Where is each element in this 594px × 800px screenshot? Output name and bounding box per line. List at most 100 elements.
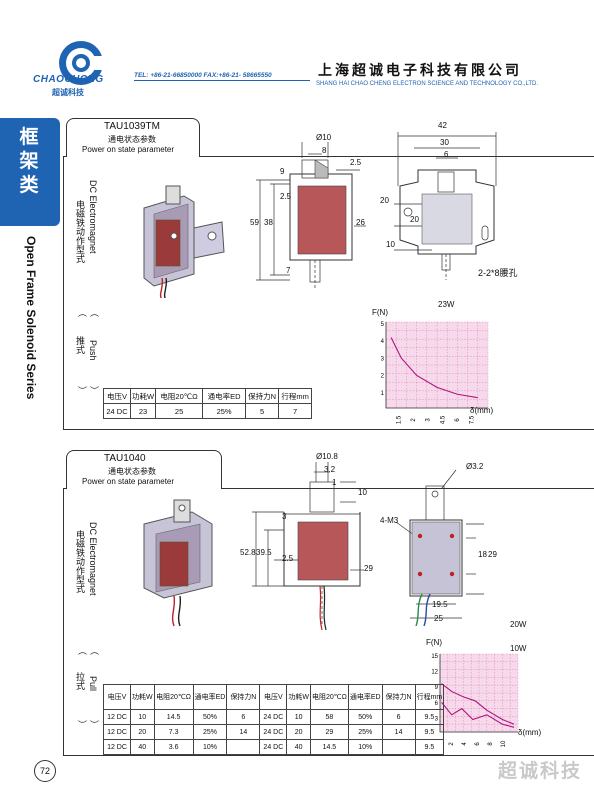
page-number: 72	[34, 760, 56, 782]
product2-bracket-right: ︵	[89, 646, 99, 655]
company-name-en: SHANG HAI CHAO CHENG ELECTRON SCIENCE AN…	[316, 81, 539, 87]
table-cell: 24 DC	[259, 709, 288, 725]
p2-dim-d8: 2.5	[282, 554, 294, 563]
product2-spec-table: 电压V 功耗W 电阻20℃Ω 通电率ED 保持力N 电压V 功耗W 电阻20℃Ω…	[103, 684, 445, 755]
chart-xtick: 3	[426, 418, 432, 422]
table-cell: 10	[130, 709, 155, 725]
chart-ytick: 5	[381, 322, 385, 328]
p1-dim-d2: 8	[322, 146, 327, 155]
p2-dim-d3: 1	[332, 478, 337, 487]
chart-series-line	[441, 683, 515, 725]
product2-front-drawing	[252, 462, 364, 631]
brand-name-cn: 超诚科技	[52, 88, 84, 97]
table-header: 保持力N	[226, 684, 261, 710]
contact-info: TEL: +86-21-66850000 FAX:+86-21- 5866555…	[134, 72, 272, 79]
table-cell: 20	[286, 724, 311, 740]
p1-dim-d5: 2.5	[280, 192, 292, 201]
company-logo-icon	[59, 41, 105, 85]
table-header: 通电率ED	[202, 388, 247, 404]
table-cell: 10%	[347, 739, 383, 755]
product1-type-en: DC Electromagnet	[88, 180, 98, 254]
table-header: 功耗W	[130, 684, 155, 710]
p2-chart-xlabel: δ(mm)	[518, 728, 542, 737]
product2-action-en: Pull	[88, 676, 98, 692]
product2-bracket-left-close: ︶	[77, 720, 87, 729]
table-cell: 25	[155, 403, 204, 419]
p2-dim-d4: 10	[358, 488, 367, 497]
product2-title-tab	[66, 450, 222, 489]
chart-ytick: 4	[381, 339, 385, 345]
p2-dim-d10: Ø3.2	[466, 462, 484, 471]
p2-chart-series-label-1: 20W	[510, 620, 527, 629]
p1-dim-d14: 20	[410, 215, 419, 224]
table-row: 24 DC 23 25 25% 5 7	[103, 403, 313, 419]
product2-sub-cn: 通电状态参数	[108, 467, 156, 476]
table-cell: 58	[309, 709, 349, 725]
p1-chart-ylabel: F(N)	[372, 308, 388, 317]
table-header: 行程mm	[414, 684, 445, 710]
chart-xtick: 4.5	[440, 415, 446, 424]
table-cell: 5	[245, 403, 280, 419]
chart-ytick: 15	[431, 654, 438, 660]
table-cell: 12 DC	[103, 709, 131, 725]
p1-dim-d9: 7	[286, 266, 291, 275]
table-cell: 24 DC	[103, 403, 131, 419]
table-cell: 14.5	[153, 709, 194, 725]
table-header: 功耗W	[286, 684, 311, 710]
table-header: 保持力N	[245, 388, 280, 404]
p2-dim-d15: 25	[434, 614, 443, 623]
table-cell: 9.5	[414, 739, 445, 755]
product1-spec-table: 电压V 功耗W 电阻20℃Ω 通电率ED 保持力N 行程mm 24 DC 23 …	[103, 388, 313, 419]
product1-bracket-right: ︵	[89, 308, 99, 317]
chart-series-line	[390, 337, 478, 399]
table-cell: 40	[130, 739, 155, 755]
table-cell: 24 DC	[259, 739, 288, 755]
table-header: 通电率ED	[192, 684, 228, 710]
p1-chart-series-label: 23W	[438, 300, 455, 309]
product1-front-drawing	[256, 142, 366, 290]
product2-type-en: DC Electromagnet	[88, 522, 98, 596]
p2-dim-d2: 3.2	[324, 465, 336, 474]
category-label: 框架类	[19, 127, 39, 196]
p2-dim-d9: 29	[364, 564, 373, 573]
p2-dim-d11: 4-M3	[380, 516, 399, 525]
table-cell: 9.5	[414, 709, 445, 725]
chart-ytick: 2	[381, 374, 385, 380]
product1-sub-en: Power on state parameter	[82, 145, 175, 154]
p1-dim-note: 2-2*8腰孔	[478, 268, 518, 278]
table-cell: 12 DC	[103, 739, 131, 755]
product2-action-cn: 拉式	[75, 672, 85, 690]
watermark: 超诚科技	[498, 761, 583, 782]
p2-dim-d1: Ø10.8	[316, 452, 338, 461]
product1-photo	[143, 185, 225, 298]
table-cell: 6	[226, 709, 261, 725]
product1-action-en: Push	[88, 340, 98, 361]
p1-dim-d13: 20	[380, 196, 389, 205]
table-cell: 10	[286, 709, 311, 725]
table-cell: 40	[286, 739, 311, 755]
table-cell	[381, 739, 416, 755]
chart-xtick: 1.5	[397, 415, 403, 424]
table-header: 通电率ED	[347, 684, 383, 710]
p2-dim-d13: 29	[488, 550, 497, 559]
product1-bracket-right-close: ︶	[89, 386, 99, 395]
table-header: 电阻20℃Ω	[309, 684, 349, 710]
table-cell: 6	[381, 709, 416, 725]
p2-chart-ylabel: F(N)	[426, 638, 442, 647]
chart-xtick: 10	[501, 740, 507, 747]
chart-xtick: 8	[488, 742, 494, 746]
p1-dim-d8: 26	[356, 218, 365, 227]
product2-model: TAU1040	[104, 453, 146, 464]
table-header: 功耗W	[129, 388, 157, 404]
table-cell: 29	[309, 724, 349, 740]
p2-dim-d14: 19.5	[432, 600, 448, 609]
table-cell: 14	[381, 724, 416, 740]
product1-title-tab	[66, 118, 200, 157]
p2-dim-d5: 3	[282, 512, 287, 521]
table-cell: 50%	[347, 709, 383, 725]
table-header: 电压V	[103, 388, 131, 404]
chart-ytick: 1	[381, 391, 385, 397]
